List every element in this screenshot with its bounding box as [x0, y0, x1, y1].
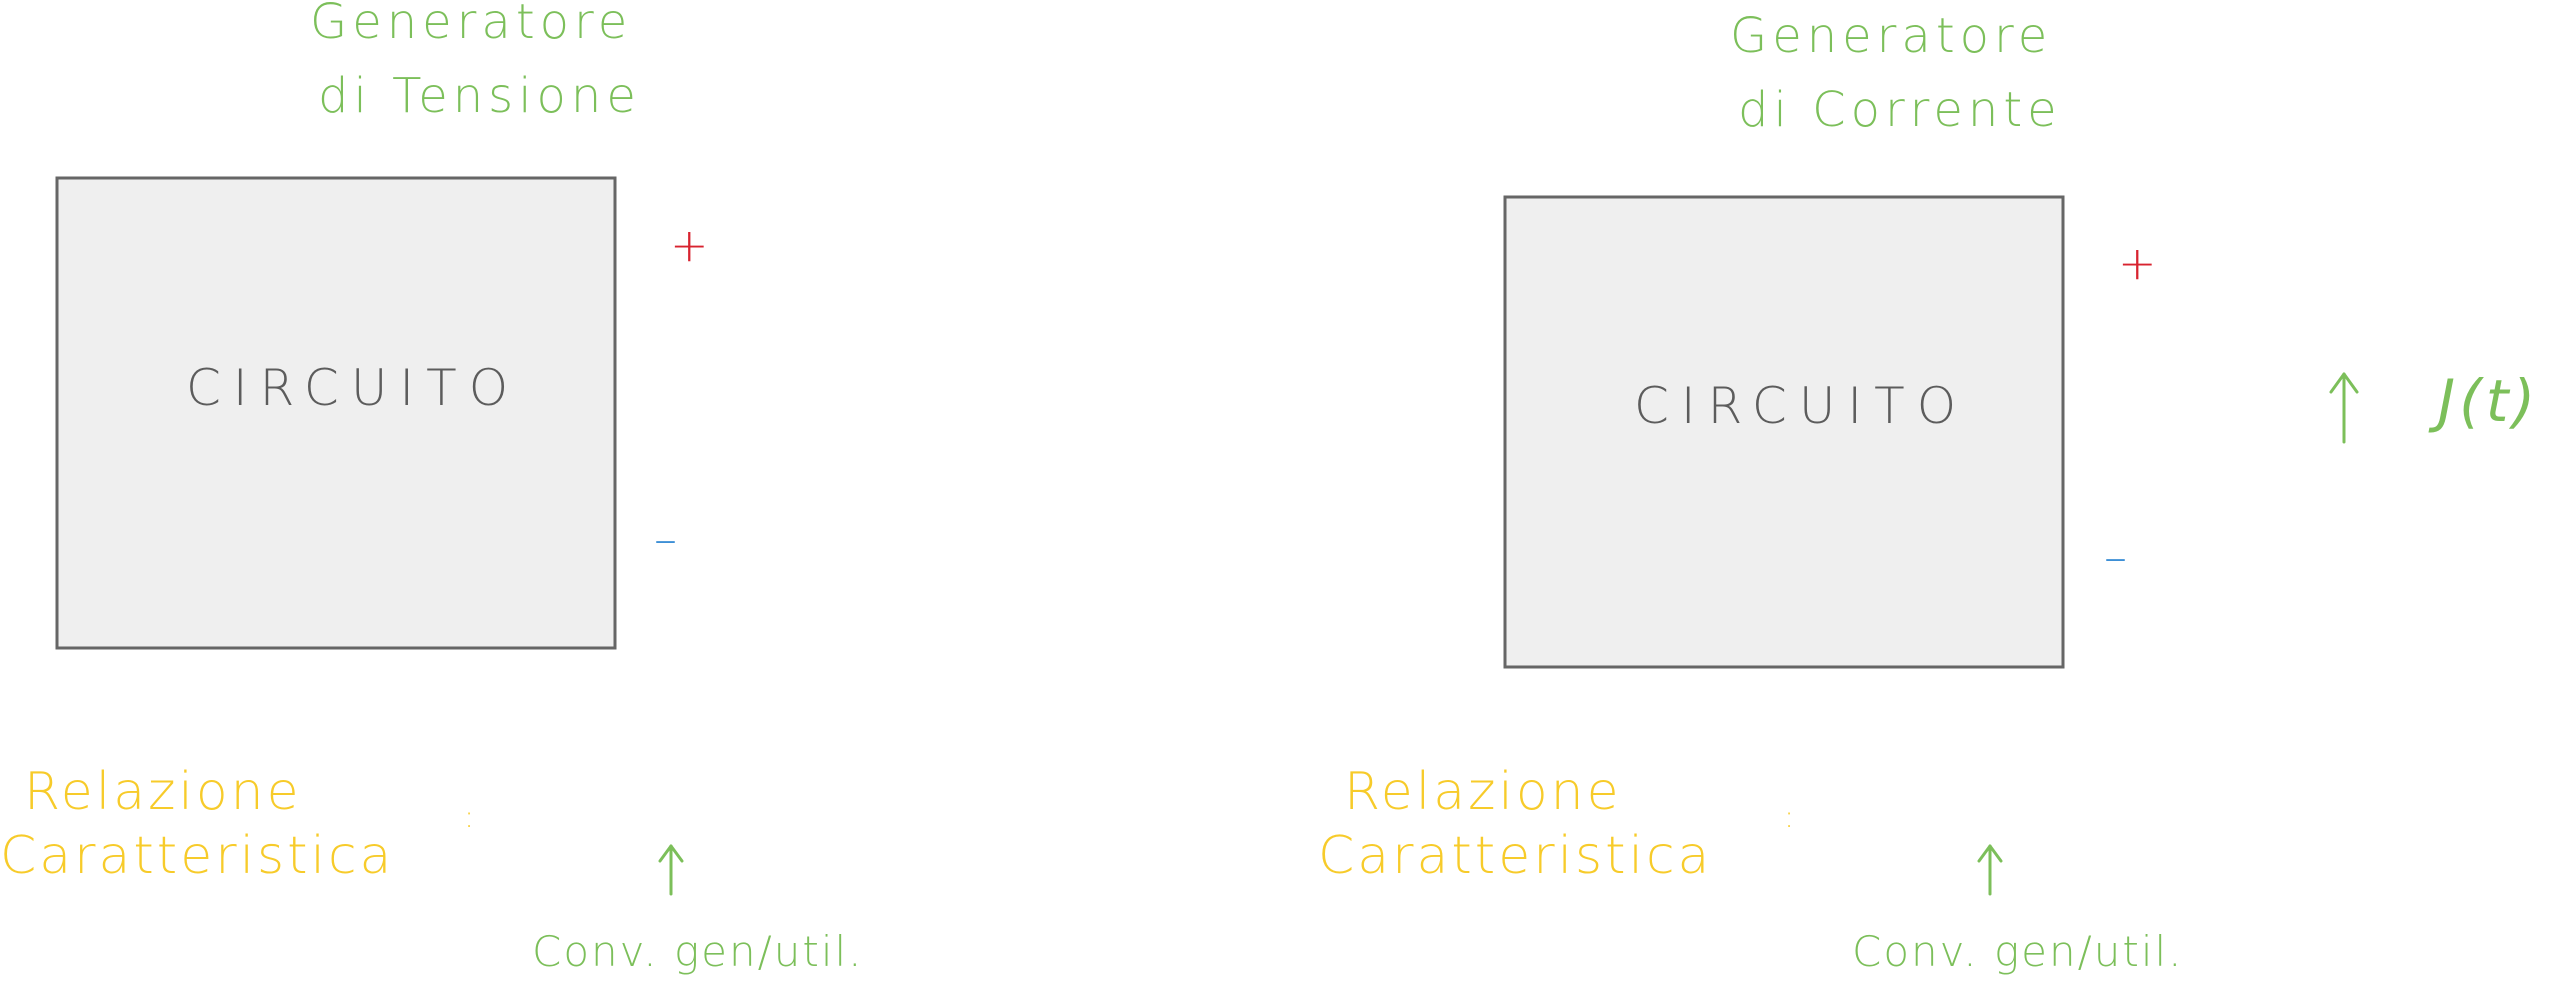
left-plus-terminal: + [670, 218, 709, 272]
left-convention-label: Conv. gen/util. [532, 927, 864, 976]
right-title-line1: Generatore [1730, 8, 2053, 64]
left-minus-terminal: – [654, 512, 677, 566]
right-minus-terminal: – [2104, 530, 2127, 584]
right-relation-line2: Caratteristica [1318, 826, 1713, 886]
right-title-line2: di Corrente [1738, 82, 2062, 138]
current-source-label: J(t) [2438, 367, 2540, 435]
right-circuit-label: CIRCUITO [1634, 377, 1969, 435]
right-convention-arrow [1977, 844, 2003, 896]
right-circuit-box [1503, 195, 2065, 669]
left-relation-colon: : [464, 800, 475, 835]
left-title-line1: Generatore [310, 0, 633, 50]
left-circuit-box [55, 176, 617, 650]
left-title-line2: di Tensione [318, 68, 641, 124]
right-relation-colon: : [1784, 800, 1795, 835]
current-source-arrow [2329, 372, 2359, 444]
left-relation-line2: Caratteristica [0, 826, 395, 886]
left-convention-arrow [658, 844, 684, 896]
left-circuit-label: CIRCUITO [186, 359, 521, 417]
left-relation-line1: Relazione [24, 762, 302, 822]
right-convention-label: Conv. gen/util. [1852, 927, 2184, 976]
right-plus-terminal: + [2118, 236, 2157, 290]
right-relation-line1: Relazione [1344, 762, 1622, 822]
